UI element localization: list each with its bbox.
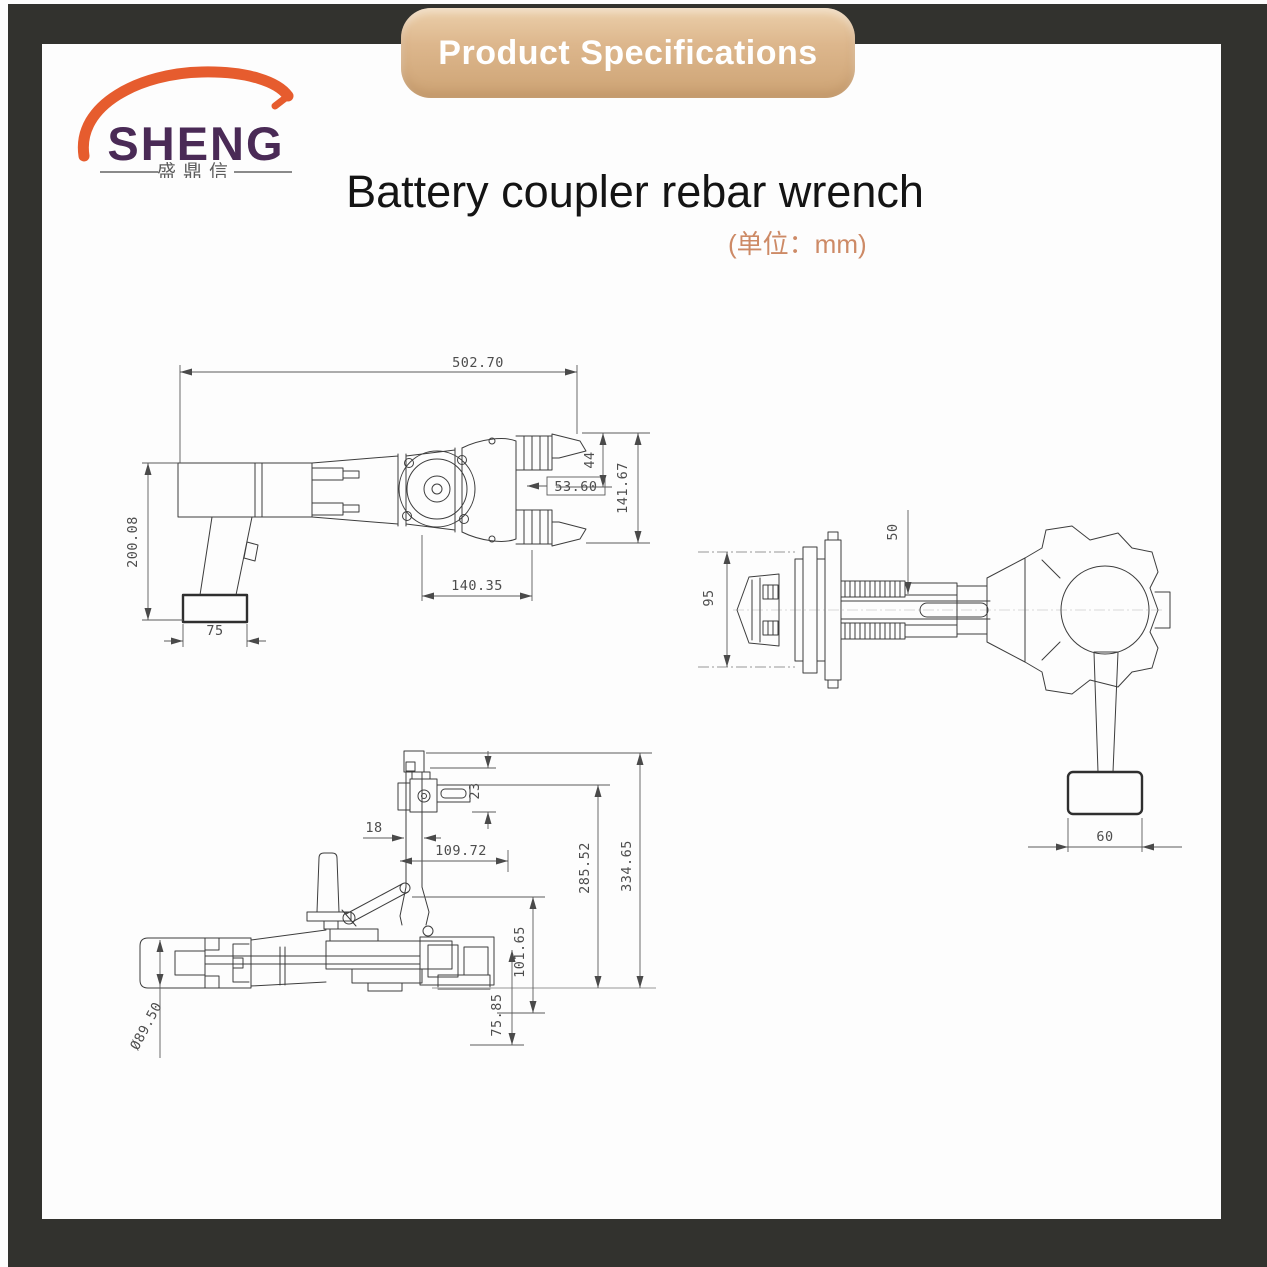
logo-chinese-name: 盛鼎信: [157, 161, 235, 178]
unit-note: (单位：mm): [728, 229, 867, 259]
top-view-dimensions: 50 95 60: [701, 510, 1182, 852]
dim-arm-offset: 109.72: [435, 843, 487, 859]
banner-title: Product Specifications: [438, 33, 818, 72]
logo-swoosh-icon: [77, 66, 294, 162]
dim-jaw-width: 95: [701, 589, 717, 606]
dim-height-total: 334.65: [619, 840, 635, 892]
front-view-body: [139, 750, 656, 992]
dim-shaft-width: 18: [365, 820, 382, 836]
side-view-dimensions: 502.70 200.08 75 140.35 53.60 44: [125, 355, 650, 647]
dim-overall-height: 200.08: [125, 516, 141, 568]
dim-height-mid: 285.52: [577, 842, 593, 894]
header-banner: Product Specifications: [401, 8, 855, 98]
front-view-dimensions: 23 18 109.72 285.52 334.65 101.65 75.8: [127, 751, 652, 1058]
dim-head-height: 141.67: [615, 462, 631, 514]
side-view-drawing: 502.70 200.08 75 140.35 53.60 44: [125, 355, 650, 647]
brand-logo: SHENG 盛鼎信: [70, 60, 322, 183]
dim-base-width: 75: [206, 623, 223, 639]
top-view-body: [698, 525, 1171, 816]
dim-total-length: 502.70: [452, 355, 504, 371]
front-view-drawing: 23 18 109.72 285.52 334.65 101.65 75.8: [127, 750, 656, 1058]
product-title: Battery coupler rebar wrench: [346, 166, 924, 217]
dim-head-length: 140.35: [451, 578, 503, 594]
logo-wordmark: SHENG: [107, 117, 284, 170]
dim-height-base: 75.85: [489, 993, 505, 1036]
dim-base-width-top: 60: [1096, 829, 1113, 845]
dim-jaw-thickness: 44: [582, 451, 598, 468]
side-view-body: [177, 433, 587, 624]
dim-clamp-width: 23: [467, 782, 483, 799]
top-view-drawing: 50 95 60: [698, 510, 1182, 852]
dim-height-lower: 101.65: [512, 926, 528, 978]
dim-rack-width: 50: [885, 523, 901, 540]
